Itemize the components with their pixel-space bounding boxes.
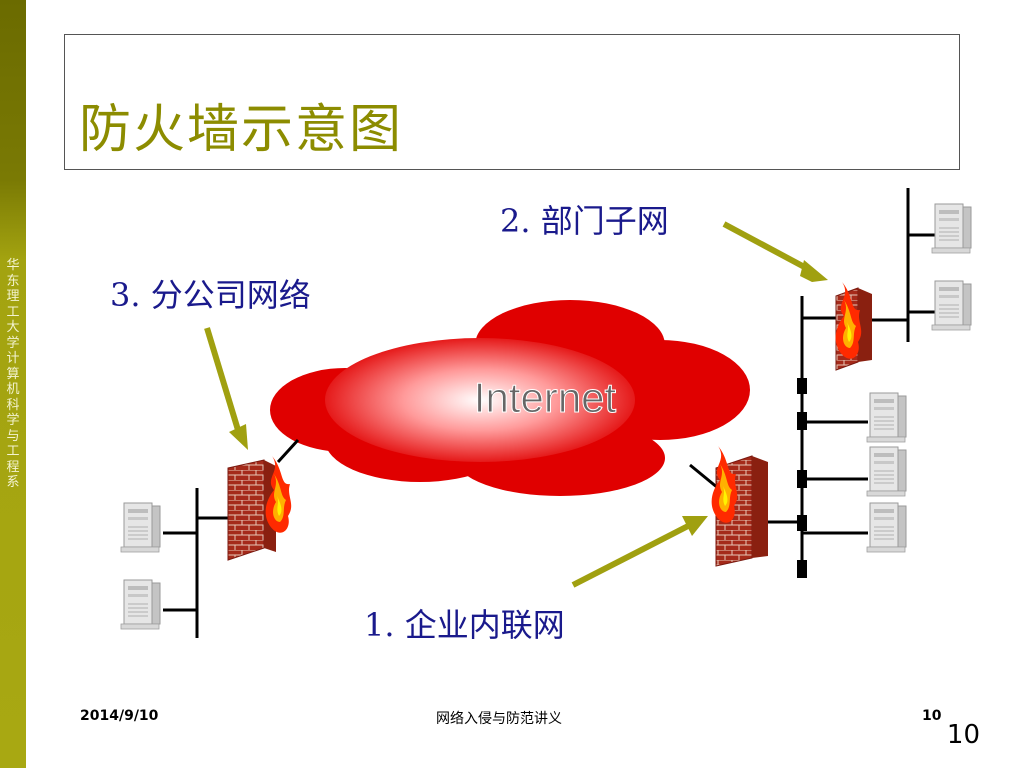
intranet-cloud-link: [689, 463, 719, 490]
dept-firewall-icon: [835, 282, 872, 371]
internet-label: Internet: [474, 374, 617, 421]
dept-subnet-network: [872, 188, 972, 342]
server-icon: [120, 579, 161, 630]
server-icon: [120, 502, 161, 553]
server-icon: [866, 502, 907, 553]
footer-slide-number: 10: [922, 708, 942, 724]
internet-cloud: [270, 300, 750, 496]
intranet-firewall-icon: [711, 446, 768, 567]
sidebar-bar: 华东理工大学计算机科学与工程系: [0, 0, 26, 768]
arrow-icon: [571, 516, 708, 588]
footer-title: 网络入侵与防范讲义: [436, 711, 562, 727]
arrow-icon: [722, 221, 828, 282]
intranet-label: 1. 企业内联网: [364, 606, 565, 644]
server-icon: [931, 280, 972, 331]
intranet-network: [768, 296, 907, 578]
title-box: 防火墙示意图: [64, 34, 960, 170]
footer-date: 2014/9/10: [80, 708, 159, 724]
server-icon: [866, 446, 907, 497]
server-icon: [931, 203, 972, 254]
branch-firewall-icon: [227, 456, 292, 561]
dept-subnet-label: 2. 部门子网: [500, 202, 669, 240]
branch-cloud-link: [276, 438, 300, 464]
slide-title: 防火墙示意图: [79, 100, 404, 160]
page-number: 10: [946, 720, 980, 750]
sidebar-department-text: 华东理工大学计算机科学与工程系: [6, 258, 20, 490]
branch-network: [120, 488, 232, 638]
arrow-icon: [204, 327, 248, 450]
branch-network-label: 3. 分公司网络: [110, 276, 311, 314]
server-icon: [866, 392, 907, 443]
